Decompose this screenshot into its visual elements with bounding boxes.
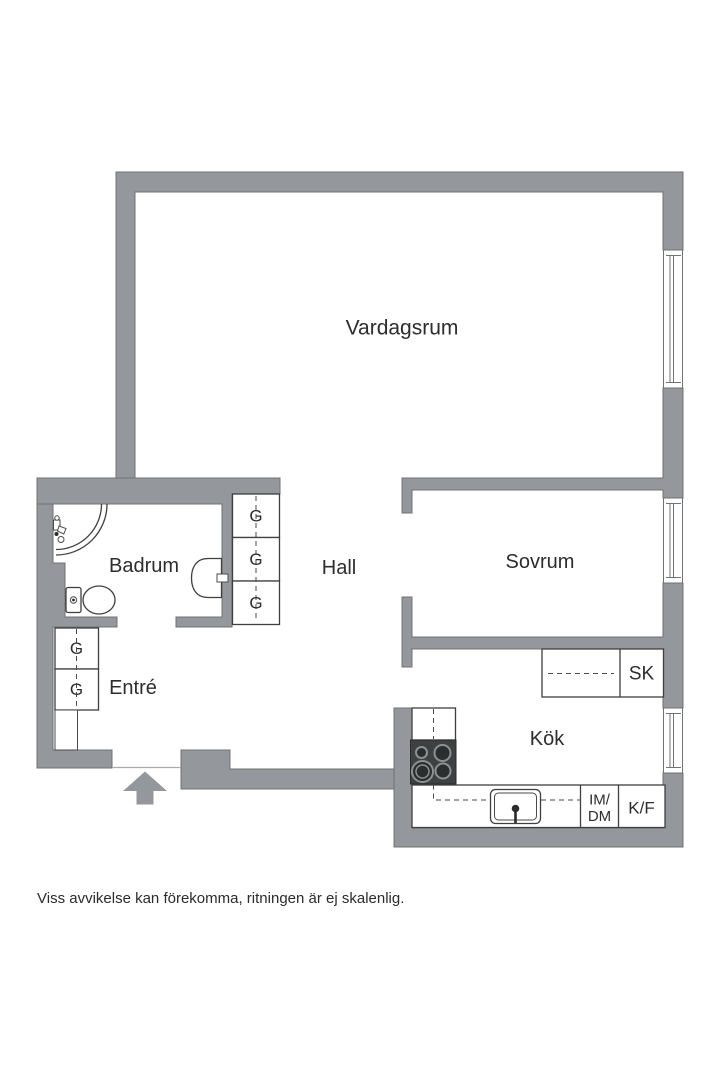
room-label-living-room: Vardagsrum	[346, 317, 459, 340]
faucet-icon	[53, 515, 67, 543]
micro-dishwasher-label-line1: IM/	[589, 792, 611, 809]
entrance-arrow-icon	[123, 771, 167, 805]
wardrobe-label: G	[249, 550, 262, 569]
stove-icon	[410, 739, 457, 785]
window-bedroom-icon	[663, 497, 683, 584]
window-kitchen-icon	[663, 707, 683, 774]
wardrobe-label: G	[70, 639, 83, 658]
wall-bedroom-top	[401, 387, 684, 514]
room-label-bathroom: Badrum	[109, 555, 179, 577]
cleaning-closet-label: SK	[629, 664, 655, 685]
room-label-kitchen: Kök	[530, 728, 565, 750]
wardrobe-label: G	[70, 680, 83, 699]
window-living-room-icon	[663, 249, 683, 389]
kitchen-counter: IM/ DM K/F	[411, 784, 666, 829]
wardrobe-column-entry: G G	[54, 627, 100, 751]
room-label-entry: Entré	[109, 677, 157, 699]
shaft-box	[54, 709, 78, 751]
toilet-icon	[65, 585, 116, 615]
disclaimer-text: Viss avvikelse kan förekomma, ritningen …	[37, 890, 404, 907]
cleaning-closet: SK	[541, 648, 665, 698]
micro-dishwasher-label-line2: DM	[588, 808, 611, 825]
wall-bathroom-top-right	[36, 477, 281, 628]
washbasin-icon	[190, 557, 229, 599]
wardrobe-column-hall: G G G	[231, 493, 281, 626]
kitchen-sink-icon	[489, 788, 542, 825]
room-label-hall: Hall	[322, 557, 356, 579]
fridge-freezer-label: K/F	[628, 799, 654, 818]
kitchen-cabinet	[411, 707, 457, 741]
wardrobe-label: G	[249, 507, 262, 526]
room-label-bedroom: Sovrum	[506, 551, 575, 573]
wardrobe-label: G	[249, 594, 262, 613]
wall-entry-bottom	[180, 749, 395, 790]
shower-icon	[55, 503, 108, 556]
walls	[36, 171, 684, 848]
